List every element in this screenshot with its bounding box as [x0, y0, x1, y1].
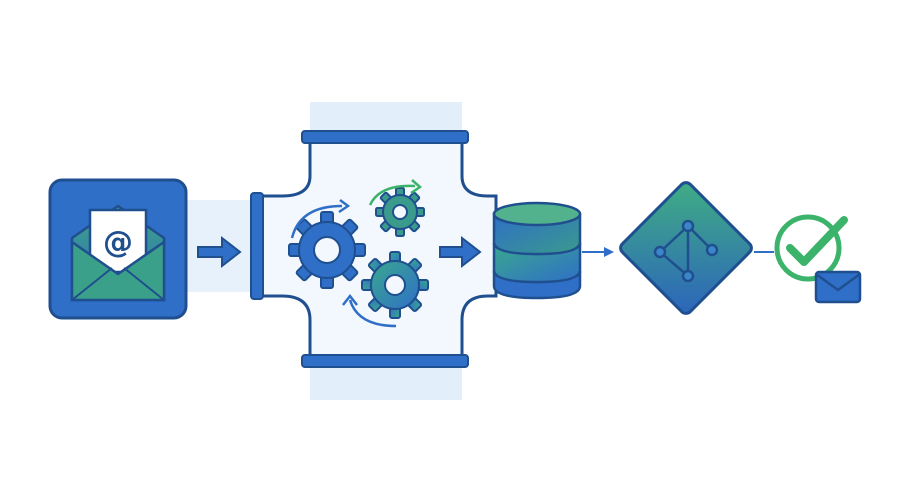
node-icon [681, 219, 695, 233]
small-envelope-icon [814, 270, 862, 304]
check-mail-icon [774, 214, 862, 304]
check-circle-icon [774, 214, 842, 282]
email-envelope-icon: @ [70, 204, 166, 302]
database-icon [492, 201, 582, 300]
pipe-flange-bottom [301, 354, 469, 368]
arrow-icon [439, 235, 482, 269]
check-mark-icon [786, 216, 848, 266]
rotate-arrow-icon [368, 184, 416, 206]
pipe-flange-top [301, 130, 469, 144]
rotate-arrow-icon [290, 204, 343, 239]
node-icon [705, 243, 719, 257]
gears-icon [288, 179, 429, 328]
rotate-arrow-icon [348, 299, 397, 328]
network-diamond-icon [619, 181, 753, 315]
gear-small-icon [375, 187, 425, 237]
email-step: @ [48, 178, 256, 320]
pipe-flange-left [250, 192, 264, 300]
gear-large-icon [288, 211, 366, 289]
processing-step [250, 102, 498, 400]
gear-medium-icon [361, 251, 429, 319]
arrow-icon [604, 247, 614, 257]
node-icon [681, 269, 695, 283]
at-symbol: @ [103, 225, 133, 260]
node-icon [653, 245, 667, 259]
arrow-icon [197, 235, 242, 269]
